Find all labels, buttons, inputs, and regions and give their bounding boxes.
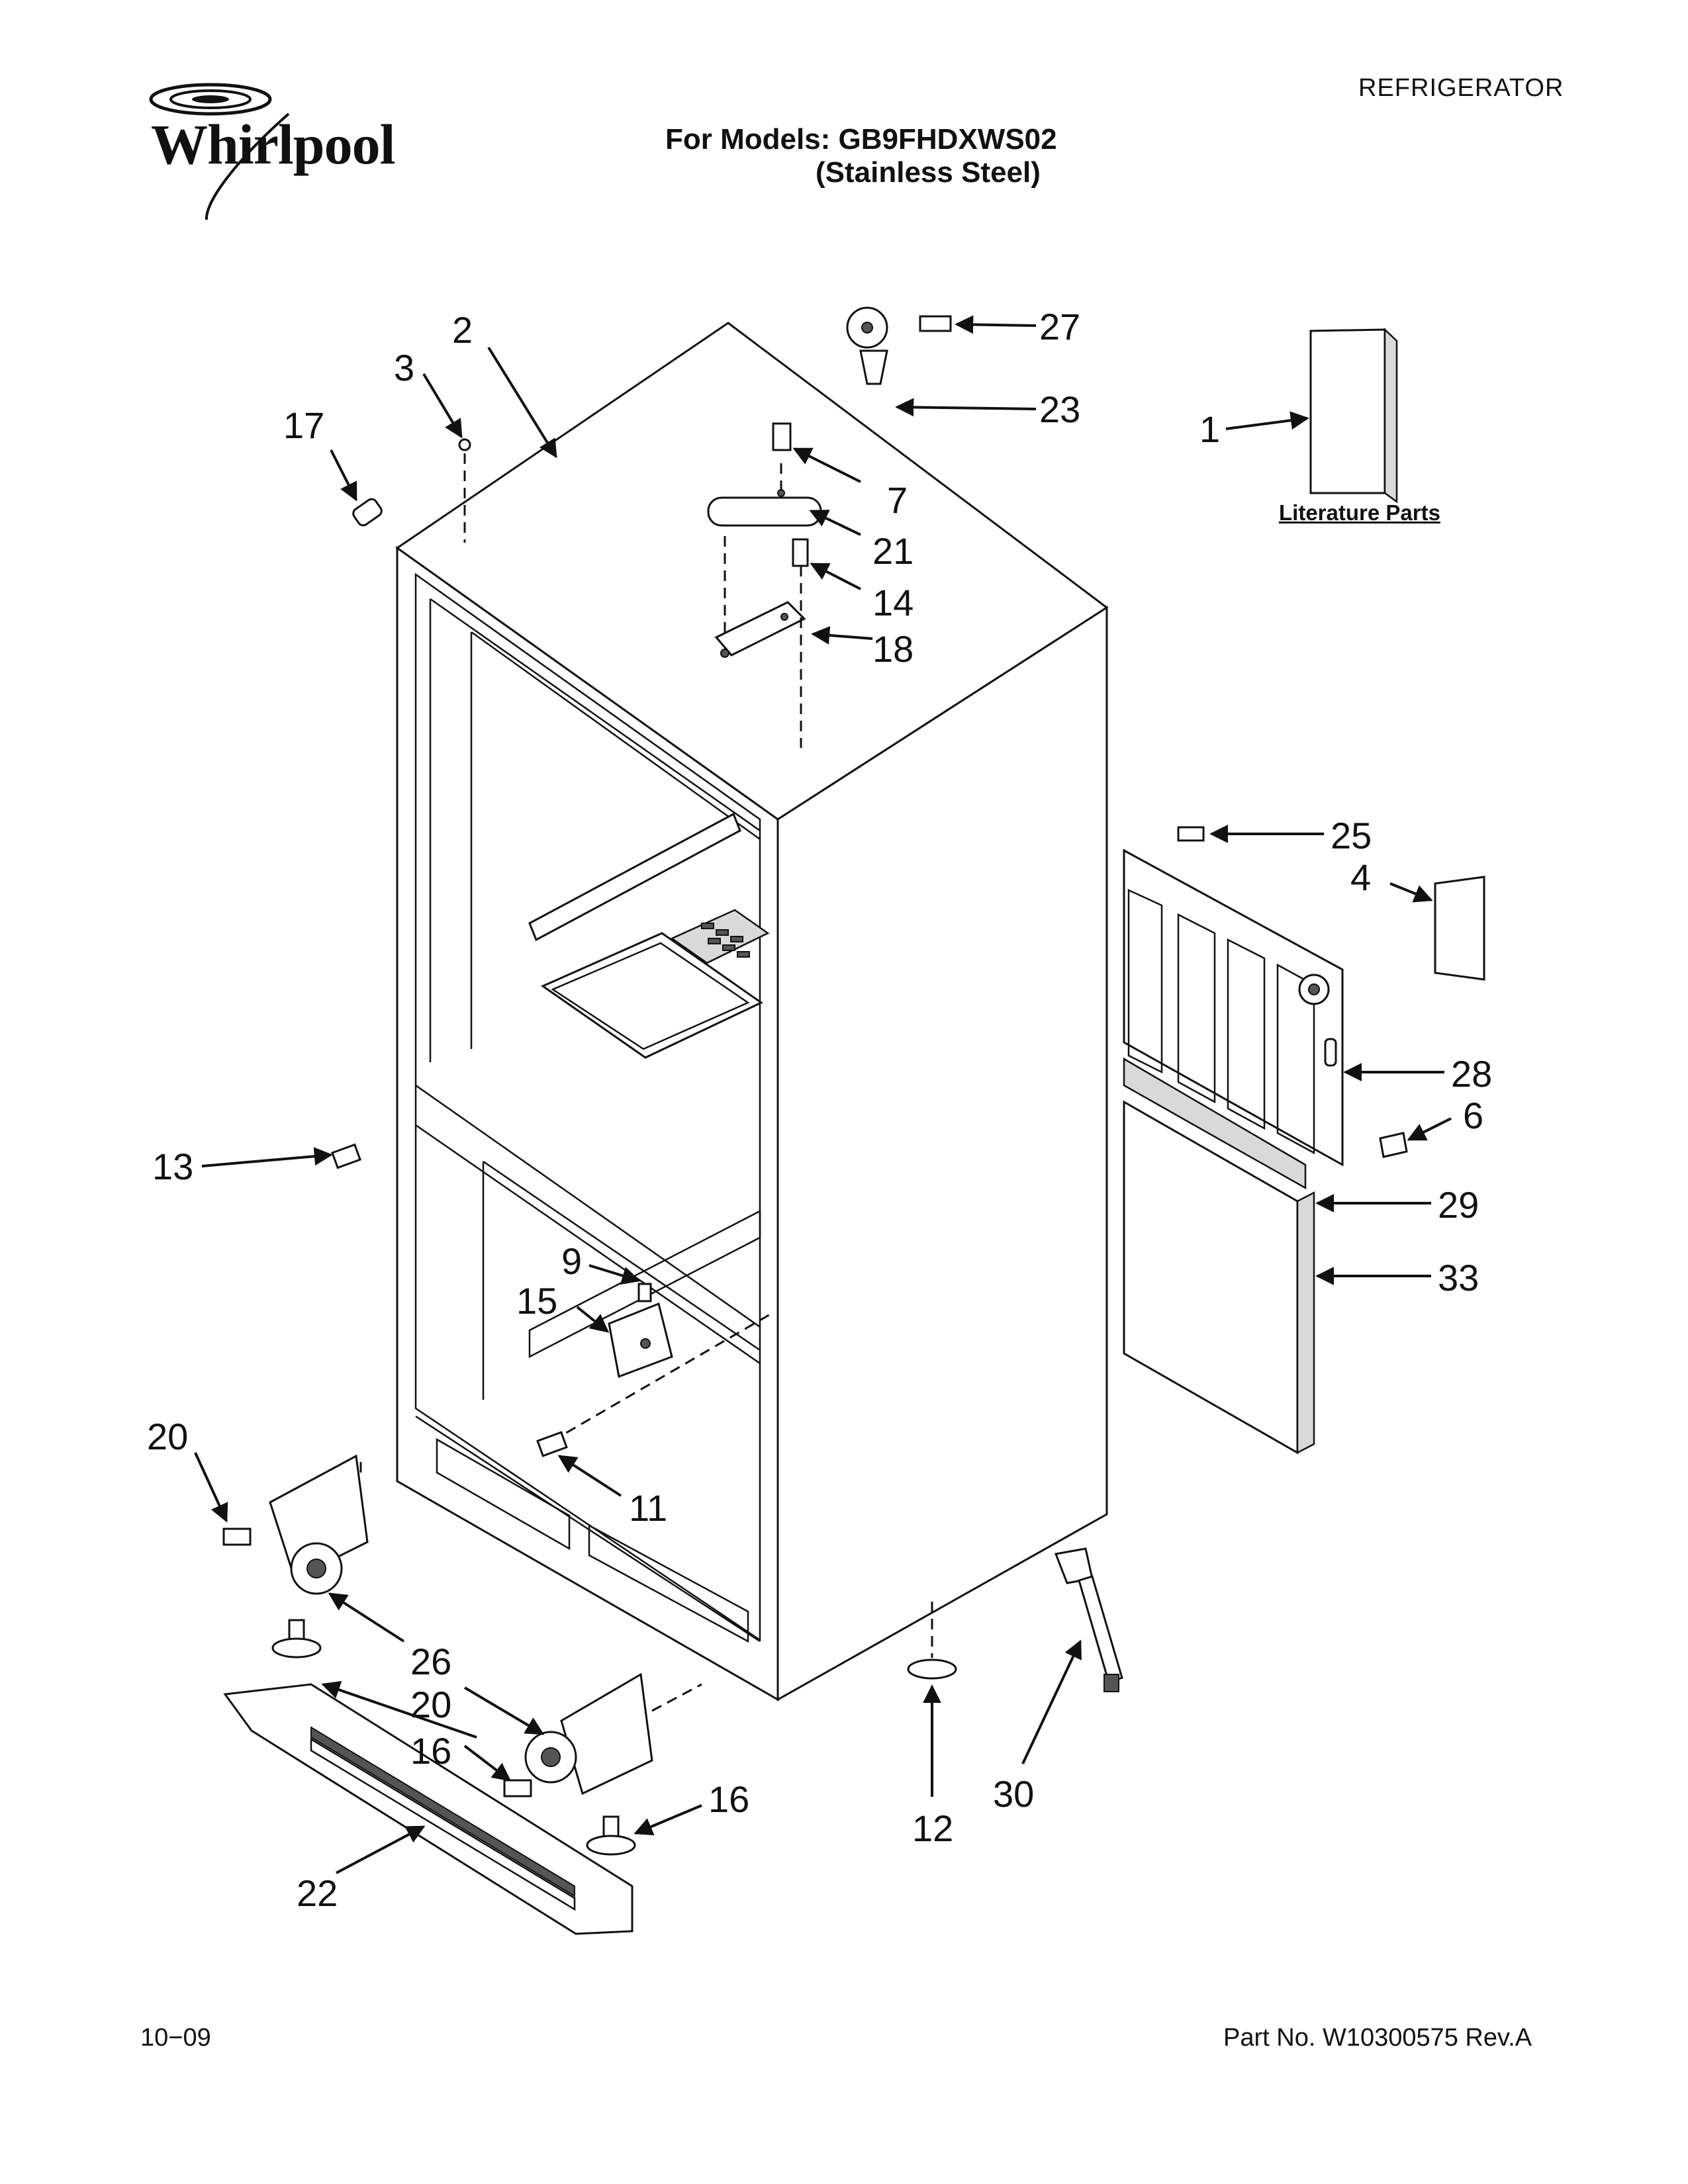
callout-26: 26 (410, 1641, 451, 1682)
callout-23: 23 (1039, 388, 1080, 430)
callout-22: 22 (297, 1872, 338, 1914)
bumper-17 (352, 498, 383, 527)
callout-4: 4 (1350, 856, 1371, 898)
door-wrench-30 (1054, 1547, 1123, 1692)
callout-14: 14 (872, 582, 914, 623)
toe-grille-22 (223, 1683, 633, 1935)
vent-slots (701, 923, 750, 958)
callout-13: 12 (912, 1807, 953, 1849)
screw-25 (1177, 826, 1205, 842)
footer-date: 10−09 (140, 2024, 211, 2052)
callout-3: 3 (394, 347, 414, 388)
finish-subtitle: (Stainless Steel) (816, 156, 1041, 189)
whirlpool-logo: Whirlpool (132, 73, 397, 225)
base-panel-33 (1123, 1100, 1315, 1455)
callout-28: 28 (1451, 1053, 1492, 1095)
clip-4 (1434, 876, 1485, 981)
callout-16-left: 16 (410, 1730, 451, 1772)
leveling-leg-left (271, 1619, 322, 1659)
rear-access-grille (1123, 848, 1344, 1167)
callout-17: 17 (283, 404, 324, 446)
callout-16-right: 16 (708, 1778, 749, 1820)
logo-swirl-icon (149, 83, 290, 220)
brand-logo-text: Whirlpool (151, 113, 396, 176)
top-hinge-assembly (707, 422, 822, 748)
callout-numbers: 2 3 17 27 23 1 7 21 14 18 25 4 28 6 29 3… (147, 306, 1492, 1914)
footer-part-number: Part No. W10300575 Rev.A (1223, 2024, 1532, 2052)
literature-parts-label: Literature Parts (1279, 500, 1440, 525)
callout-leaders (194, 315, 1452, 1874)
callout-21: 21 (872, 530, 914, 572)
screw-3 (458, 438, 471, 451)
callout-29: 29 (1438, 1184, 1479, 1226)
callout-6: 6 (1463, 1095, 1483, 1136)
callout-15: 15 (516, 1280, 557, 1322)
callout-2: 2 (452, 309, 473, 351)
hinge-bracket-15 (608, 1283, 673, 1379)
callout-18: 18 (872, 628, 914, 670)
callout-11: 11 (629, 1487, 667, 1529)
callout-1: 1 (1199, 408, 1220, 450)
callout-27: 27 (1039, 306, 1080, 347)
front-roller-right (503, 1672, 653, 1797)
models-title: For Models: GB9FHDXWS02 (665, 123, 1057, 156)
clip-6 (1379, 1132, 1408, 1158)
appliance-type-label: REFRIGERATOR (1358, 74, 1564, 102)
callout-12: 13 (152, 1146, 193, 1187)
glide-13 (907, 1659, 957, 1680)
front-roller-left (222, 1454, 369, 1595)
callout-20-right: 20 (410, 1684, 451, 1725)
callout-9: 7 (887, 479, 908, 521)
refrigerator-cabinet (395, 322, 1109, 1702)
screw-12 (331, 1143, 361, 1169)
callout-33: 33 (1438, 1257, 1479, 1298)
callout-30: 30 (993, 1773, 1034, 1815)
literature-parts-book (1309, 328, 1398, 504)
callout-25: 25 (1331, 815, 1372, 856)
leveling-leg-right (586, 1815, 636, 1856)
screw-11 (536, 1431, 568, 1457)
gasket-29 (1123, 1057, 1307, 1190)
door-closer-cam (846, 306, 952, 385)
callout-7: 9 (561, 1240, 582, 1282)
callout-20-left: 20 (147, 1416, 188, 1457)
